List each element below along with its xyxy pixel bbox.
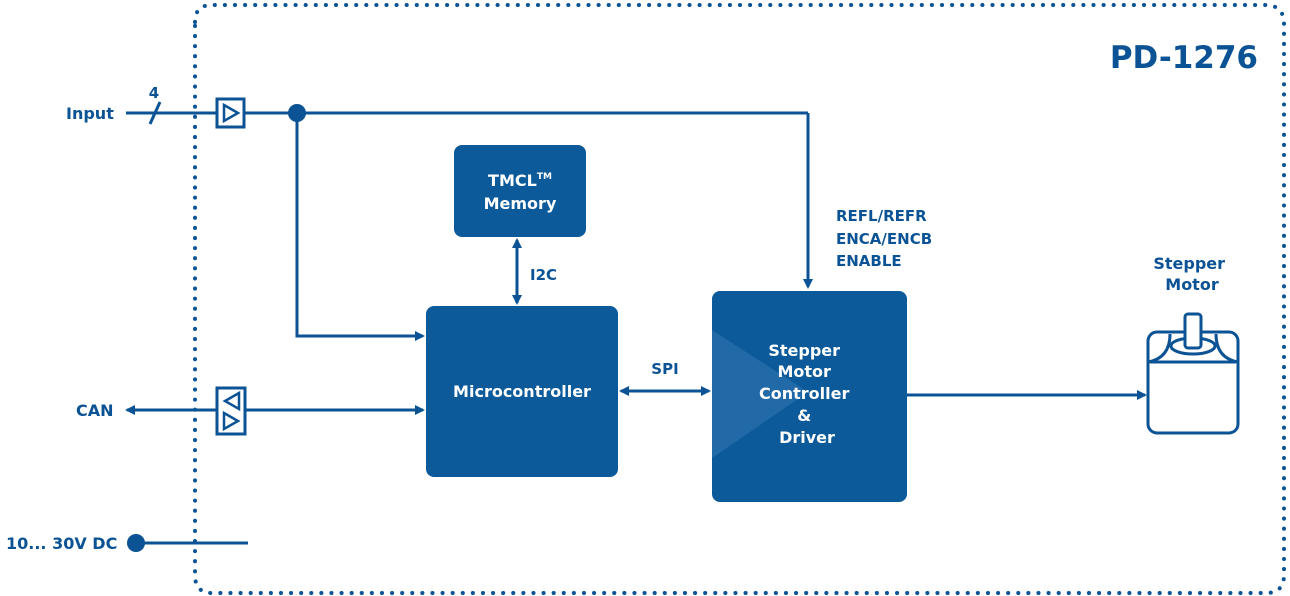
board-boundary — [193, 3, 1286, 595]
spi-label: SPI — [651, 360, 678, 378]
driver-signals: REFL/REFR ENCA/ENCB ENABLE — [836, 207, 937, 270]
svg-text:Microcontroller: Microcontroller — [453, 382, 591, 401]
svg-text:Stepper Motor Cont: Stepper Motor Controller & Driver — [759, 341, 855, 447]
stepper-motor-icon — [1146, 312, 1240, 435]
svg-text:Memory: Memory — [484, 194, 557, 213]
can-label: CAN — [76, 401, 114, 420]
transceiver-icon — [215, 386, 247, 436]
board-name: PD-1276 — [1110, 40, 1258, 76]
motor-label: Stepper Motor — [1153, 254, 1230, 294]
input-to-mcu-line — [295, 113, 425, 341]
power-label: 10... 30V DC — [6, 534, 117, 553]
tmcl-memory-block: TMCLTM Memory — [454, 145, 586, 237]
buffer-icon — [215, 97, 246, 129]
input-label: Input — [66, 104, 114, 123]
bus-width-label: 4 — [149, 84, 159, 102]
i2c-label: I2C — [530, 266, 557, 284]
microcontroller-block: Microcontroller — [426, 306, 618, 477]
svg-text:TMCLTM: TMCLTM — [488, 171, 552, 190]
driver-block: Stepper Motor Controller & Driver — [712, 291, 907, 502]
bus-slash — [148, 101, 162, 125]
